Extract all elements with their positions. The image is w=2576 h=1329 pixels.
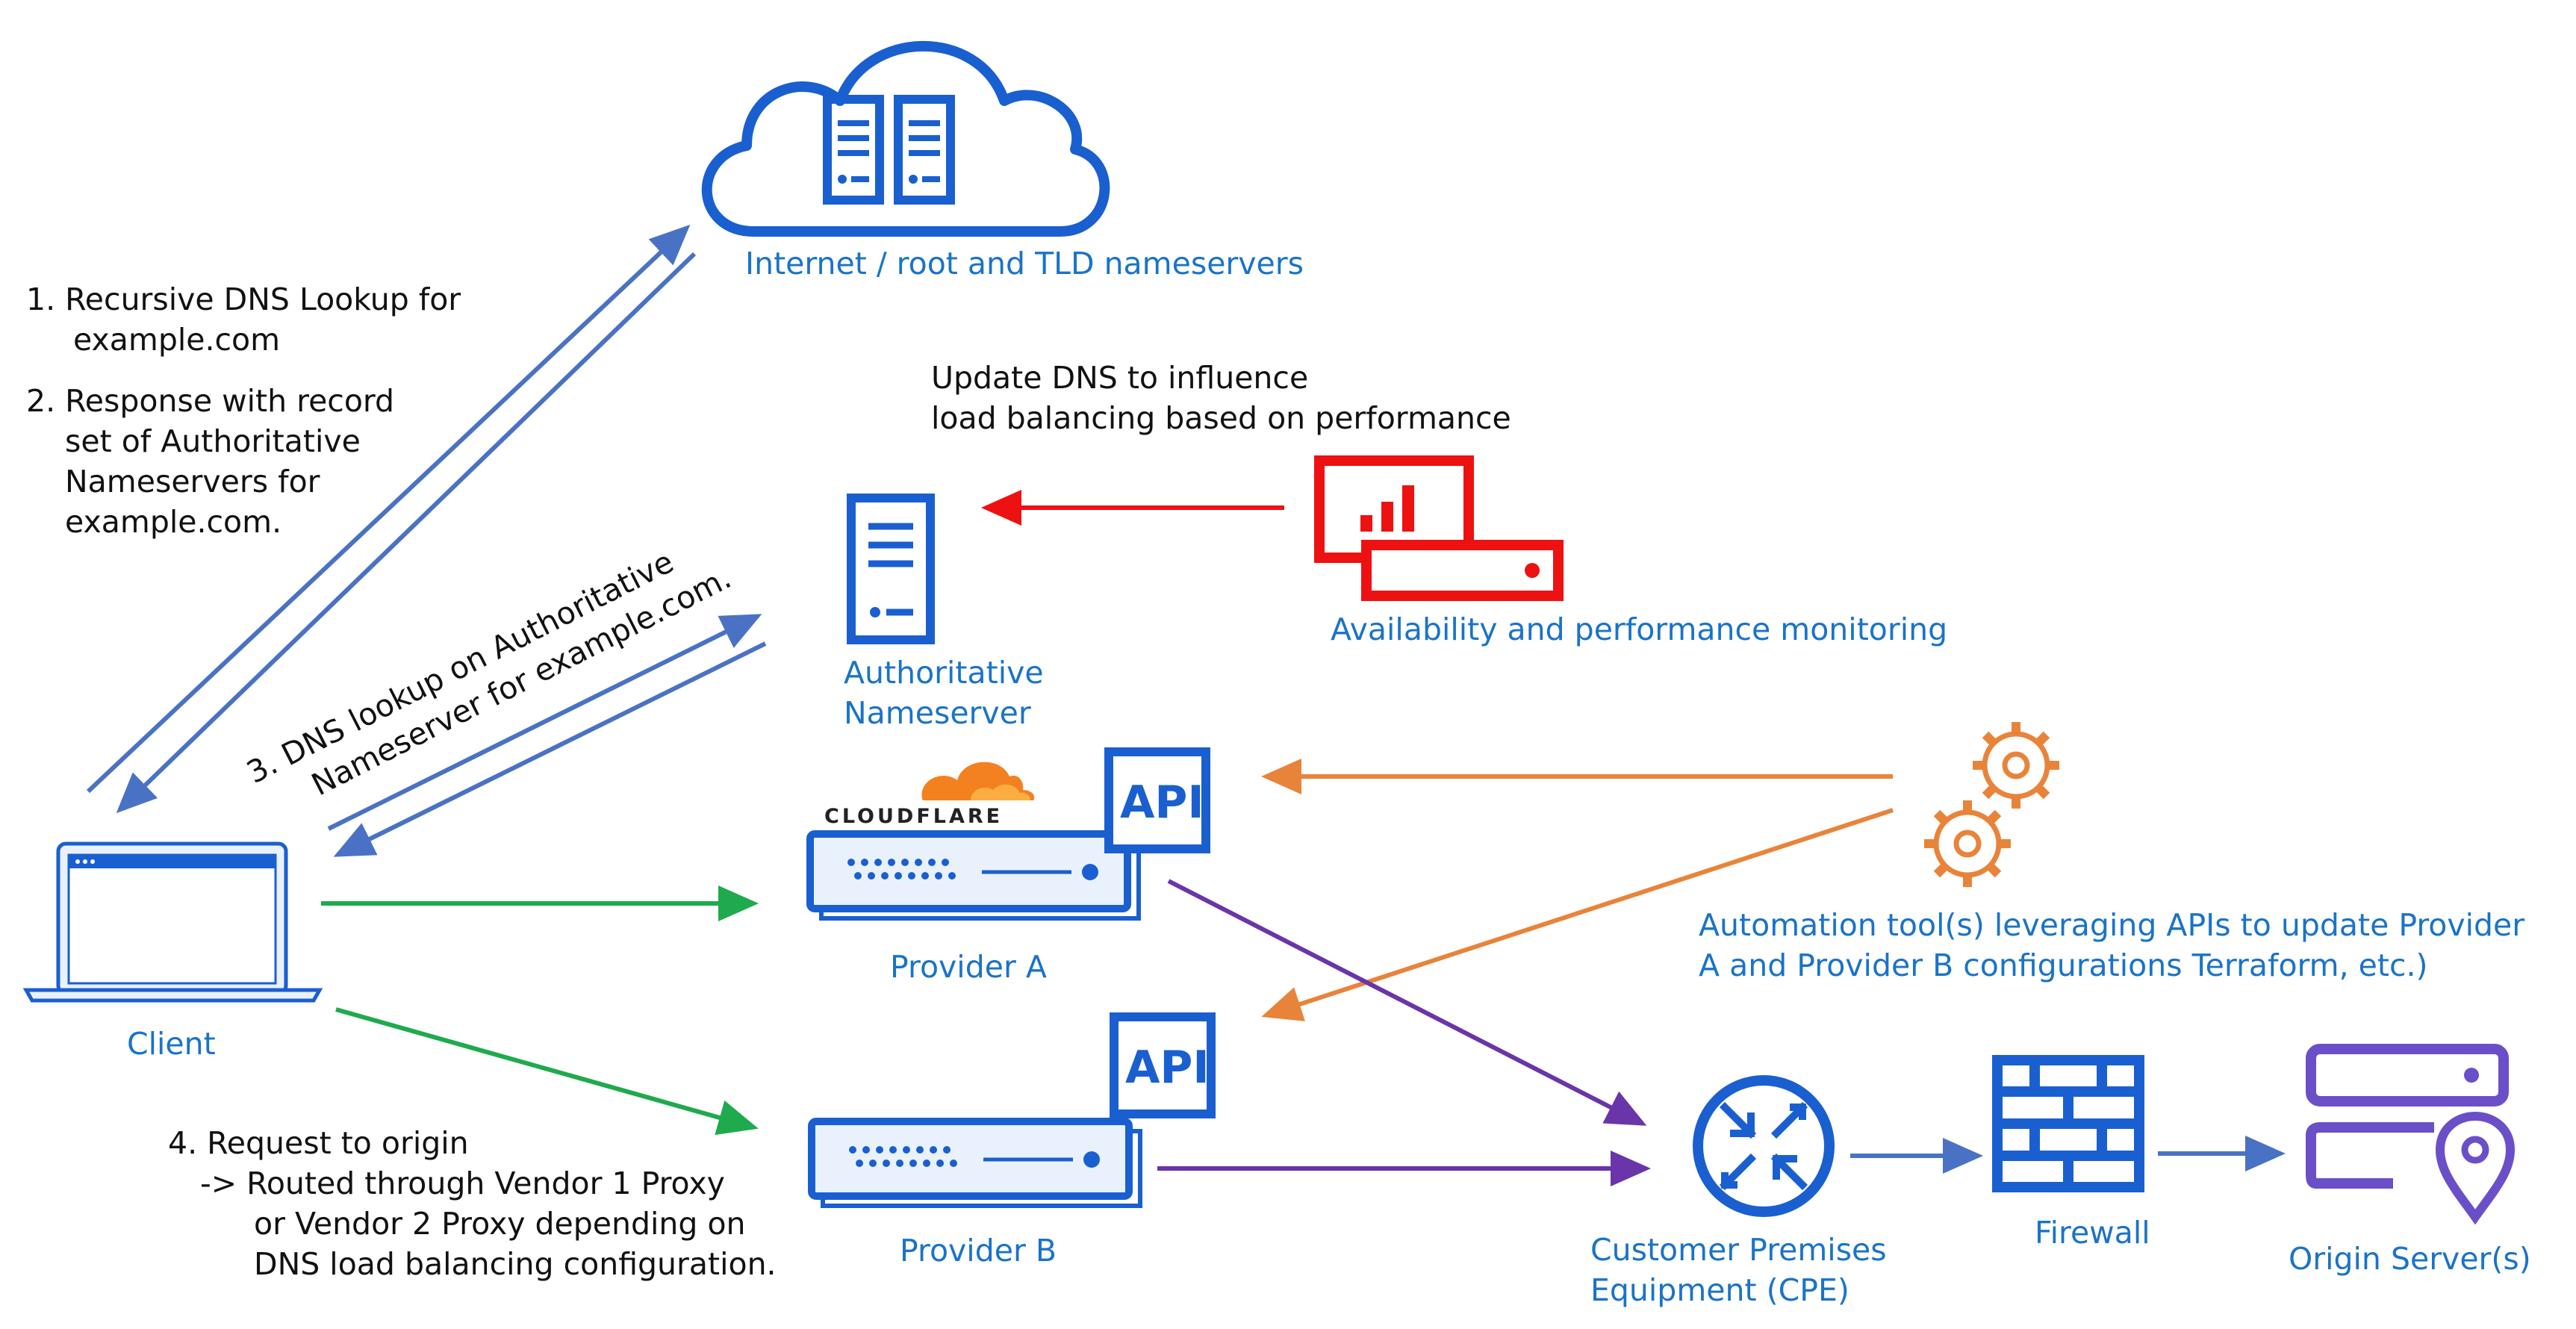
laptop-icon: [22, 841, 323, 1003]
internet-label: Internet / root and TLD nameservers: [745, 246, 1304, 281]
provider-b-label: Provider B: [900, 1233, 1057, 1269]
cpe-label-1: Customer Premises: [1590, 1232, 1887, 1268]
origin-label: Origin Server(s): [2289, 1241, 2531, 1277]
svg-text:API: API: [1125, 1042, 1210, 1094]
step-4-line-2: -> Routed through Vendor 1 Proxy: [200, 1165, 725, 1201]
step-1-line-1: 1. Recursive DNS Lookup for: [26, 281, 461, 317]
cloudflare-logo: CLOUDFLARE: [824, 762, 1035, 828]
server-icon: [823, 95, 884, 205]
auth-ns-label-1: Authoritative: [844, 655, 1044, 691]
vent-dots: [847, 859, 956, 880]
step-4-line-1: 4. Request to origin: [168, 1125, 469, 1161]
update-dns-line-2: load balancing based on performance: [931, 400, 1511, 436]
step-2-line-2: set of Authoritative: [65, 423, 361, 459]
origin-server-icon: [2306, 1044, 2516, 1225]
monitoring-icon: [1314, 455, 1564, 601]
step-2-line-1: 2. Response with record: [26, 383, 394, 419]
monitoring-label: Availability and performance monitoring: [1331, 611, 1947, 647]
gears-icon: [1924, 722, 2059, 887]
step-3-line-1: 3. DNS lookup on Authoritative: [241, 544, 679, 791]
recursive-lookup-arrow: [86, 224, 691, 794]
step-4-line-3: or Vendor 2 Proxy depending on: [254, 1206, 746, 1242]
step-2-line-4: example.com.: [65, 504, 281, 540]
router-icon: [1693, 1075, 1835, 1217]
client-label: Client: [127, 1026, 216, 1062]
proxy-a-to-cpe-arrow: [1167, 879, 1647, 1126]
svg-text:API: API: [1120, 776, 1204, 829]
firewall-label: Firewall: [2035, 1215, 2150, 1251]
vent-dots: [849, 1146, 957, 1167]
recursive-response-arrow: [116, 252, 697, 814]
auth-ns-label-2: Nameserver: [844, 695, 1031, 731]
request-arrow-provider-b: [335, 1007, 759, 1136]
step-2-line-3: Nameservers for: [65, 464, 320, 499]
api-badge-b: API: [1110, 1012, 1216, 1118]
api-badge-a: API: [1104, 747, 1210, 853]
cloud-icon: [701, 40, 1110, 237]
server-icon: [894, 95, 955, 205]
auth-response-arrow: [333, 641, 767, 857]
provider-a-appliance-icon: [806, 830, 1141, 921]
automation-label-2: A and Provider B configurations Terrafor…: [1699, 947, 2428, 983]
authoritative-server-icon: [847, 494, 935, 644]
api-update-arrow-b: [1261, 808, 1894, 1021]
cpe-label-2: Equipment (CPE): [1590, 1272, 1849, 1308]
provider-b-appliance-icon: [808, 1118, 1142, 1208]
update-dns-line-1: Update DNS to influence: [931, 360, 1308, 396]
firewall-icon: [1992, 1055, 2144, 1192]
svg-text:CLOUDFLARE: CLOUDFLARE: [824, 805, 1003, 828]
step-4-line-4: DNS load balancing configuration.: [254, 1246, 777, 1282]
auth-lookup-arrow: [327, 614, 762, 831]
automation-label-1: Automation tool(s) leveraging APIs to up…: [1699, 907, 2524, 943]
step-1-line-2: example.com: [73, 322, 280, 358]
provider-a-label: Provider A: [890, 949, 1047, 985]
